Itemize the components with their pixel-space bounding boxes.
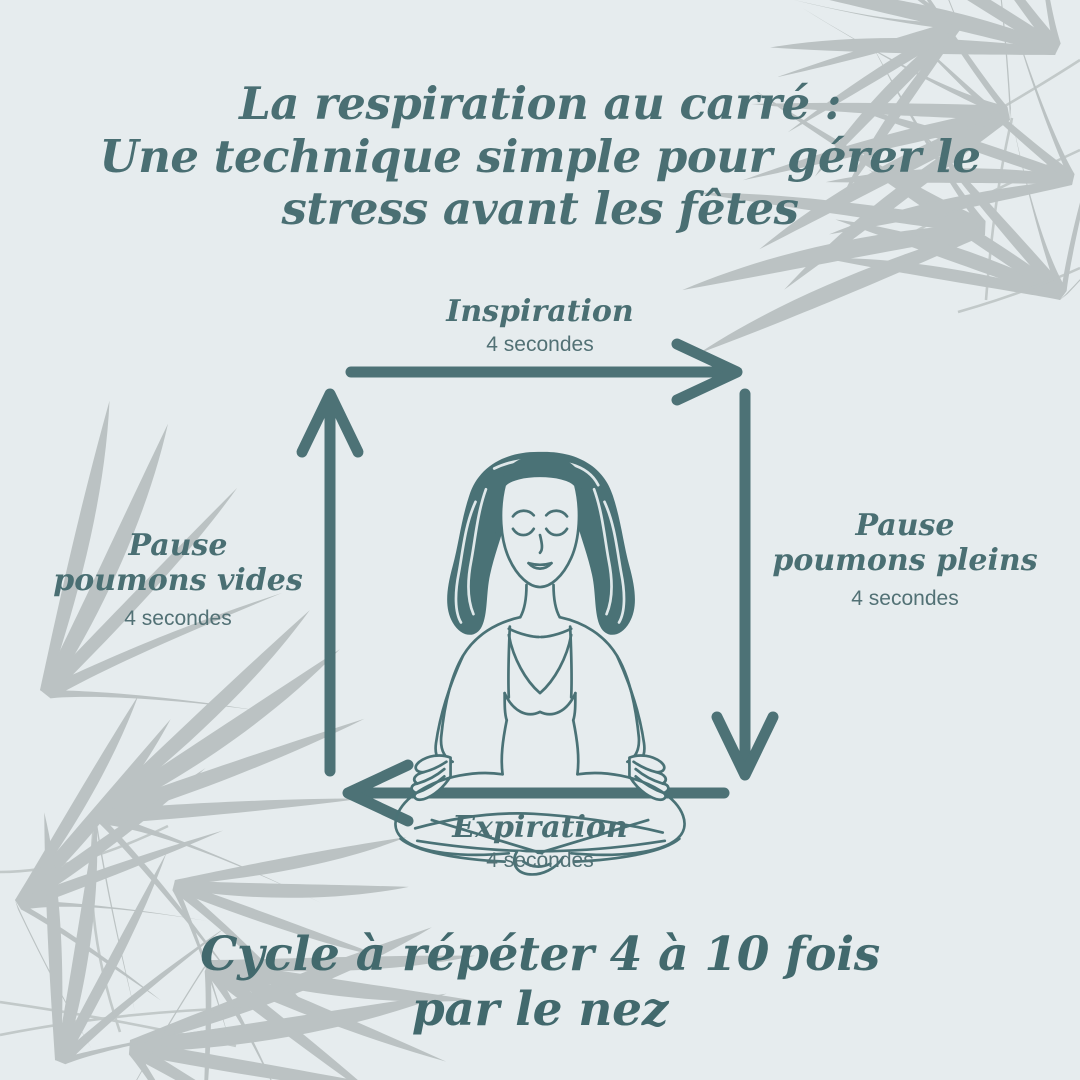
label-inspiration-phase: Inspiration	[446, 294, 634, 329]
label-pause-pleins-duration: 4 secondes	[851, 586, 959, 610]
footer-line-2: par le nez	[411, 981, 669, 1037]
title-line-1: La respiration au carré :	[239, 77, 841, 130]
label-expiration-duration: 4 secondes	[486, 849, 594, 873]
label-pause-vides-line2: poumons vides	[53, 563, 303, 599]
page-title: La respiration au carré : Une technique …	[0, 77, 1080, 236]
label-expiration-phase: Expiration	[452, 810, 628, 845]
label-expiration: Expiration 4 secondes	[340, 810, 740, 877]
label-pause-poumons-vides: Pause poumons vides 4 secondes	[18, 528, 338, 634]
label-pause-vides-line1: Pause	[128, 528, 228, 563]
title-line-3: stress avant les fêtes	[281, 182, 799, 236]
arrow-pause-pleins-down	[711, 388, 779, 781]
label-pause-pleins-line1: Pause	[855, 508, 955, 543]
label-pause-pleins-line2: poumons pleins	[772, 543, 1038, 579]
label-inspiration: Inspiration 4 secondes	[340, 294, 740, 361]
label-pause-poumons-pleins: Pause poumons pleins 4 secondes	[740, 508, 1070, 614]
footer-note: Cycle à répéter 4 à 10 fois par le nez	[0, 927, 1080, 1037]
title-line-2: Une technique simple pour gérer le	[99, 129, 981, 183]
footer-line-1: Cycle à répéter 4 à 10 fois	[200, 927, 880, 982]
label-inspiration-duration: 4 secondes	[486, 333, 594, 357]
woman-meditating-illustration	[394, 451, 686, 876]
label-pause-vides-duration: 4 secondes	[124, 606, 232, 630]
